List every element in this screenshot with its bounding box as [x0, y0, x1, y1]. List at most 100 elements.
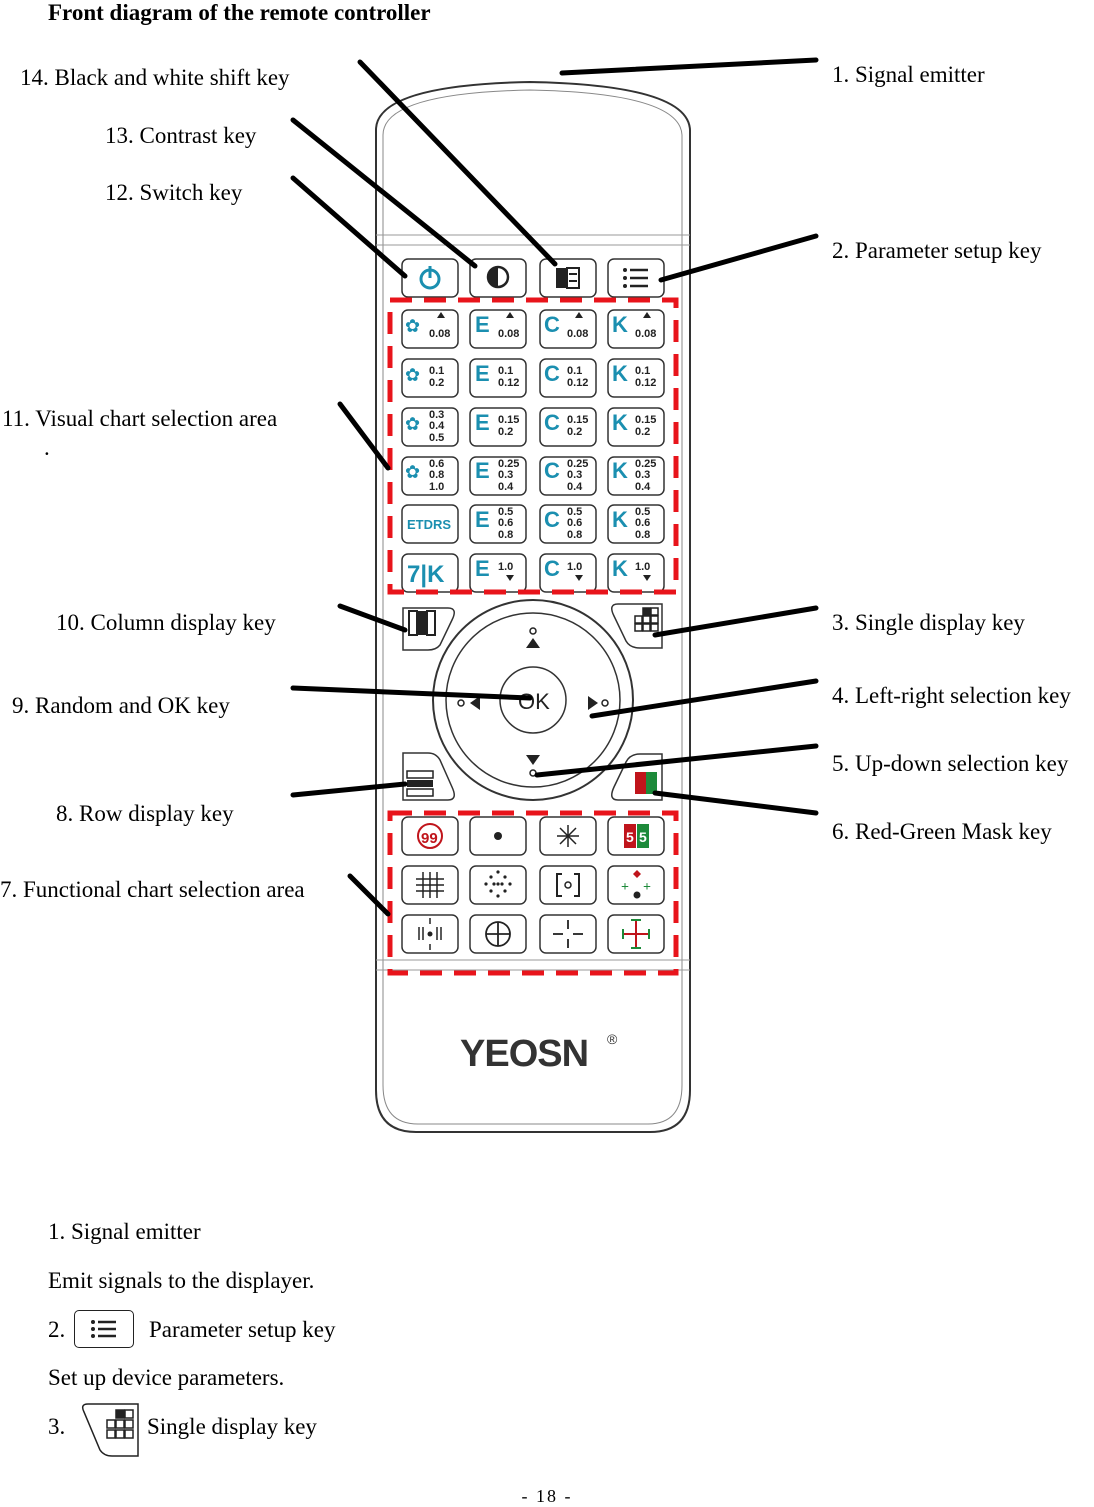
svg-text:1.0: 1.0 [429, 481, 444, 493]
svg-text:+: + [643, 880, 651, 895]
parameter-setup-key [607, 258, 665, 298]
svg-text:0.15: 0.15 [567, 414, 588, 426]
contrast-key [469, 258, 527, 298]
leader-lines [290, 57, 819, 917]
svg-text:C: C [544, 410, 560, 435]
svg-text:✿: ✿ [405, 462, 420, 482]
desc-single-num: 3. [48, 1414, 66, 1439]
svg-text:0.25: 0.25 [567, 458, 588, 470]
svg-text:C: C [544, 312, 560, 337]
svg-text:K: K [612, 458, 628, 483]
svg-text:0.25: 0.25 [635, 458, 656, 470]
label-switch-key: 12. Switch key [105, 180, 243, 205]
svg-text:0.1: 0.1 [498, 365, 513, 377]
ok-label: OK [518, 689, 550, 714]
desc-parameter-text: Set up device parameters. [48, 1365, 285, 1390]
page-number: - 18 - [521, 1486, 573, 1506]
svg-text:0.3: 0.3 [635, 469, 650, 481]
desc-single-title: Single display key [147, 1414, 317, 1439]
svg-text:0.08: 0.08 [567, 328, 588, 340]
label-up-down-key: 5. Up-down selection key [832, 751, 1069, 776]
svg-text:1.0: 1.0 [635, 561, 650, 573]
svg-text:0.4: 0.4 [567, 481, 583, 493]
svg-text:0.8: 0.8 [567, 529, 582, 541]
svg-text:K: K [612, 312, 628, 337]
label-visual-chart-area: 11. Visual chart selection area [2, 406, 278, 431]
svg-text:0.15: 0.15 [635, 414, 656, 426]
svg-text:E: E [475, 410, 490, 435]
svg-text:0.6: 0.6 [567, 517, 582, 529]
svg-text:0.1: 0.1 [635, 365, 650, 377]
visual-chart-area-outline [387, 297, 679, 595]
label-single-display-key: 3. Single display key [832, 610, 1025, 635]
svg-text:✿: ✿ [405, 365, 420, 385]
svg-text:K: K [612, 556, 628, 581]
svg-text:0.4: 0.4 [429, 420, 445, 432]
svg-text:+: + [621, 880, 629, 895]
svg-text:C: C [544, 507, 560, 532]
svg-text:0.12: 0.12 [567, 377, 588, 389]
svg-text:0.3: 0.3 [567, 469, 582, 481]
yeosn-logo: YEOSN ® [460, 1031, 618, 1075]
single-display-key [611, 603, 663, 649]
label-column-display-key: 10. Column display key [56, 610, 276, 635]
svg-text:0.8: 0.8 [498, 529, 513, 541]
label-parameter-setup-key: 2. Parameter setup key [832, 238, 1042, 263]
svg-text:ETDRS: ETDRS [407, 517, 451, 532]
svg-text:0.1: 0.1 [567, 365, 582, 377]
svg-text:1.0: 1.0 [498, 561, 513, 573]
svg-text:0.2: 0.2 [429, 377, 444, 389]
svg-text:0.12: 0.12 [635, 377, 656, 389]
svg-text:0.5: 0.5 [429, 432, 444, 444]
svg-text:C: C [544, 458, 560, 483]
svg-text:E: E [475, 361, 490, 386]
label-bw-shift-key: 14. Black and white shift key [20, 65, 290, 90]
desc-parameter-title: Parameter setup key [149, 1317, 336, 1342]
label-visual-chart-area-dot: . [44, 435, 50, 460]
svg-text:K: K [612, 410, 628, 435]
label-left-right-key: 4. Left-right selection key [832, 683, 1071, 708]
functional-chart-area-outline [387, 810, 679, 976]
functional-chart-keys: 99 5 5 + + [401, 816, 665, 954]
svg-text:✿: ✿ [405, 414, 420, 434]
label-contrast-key: 13. Contrast key [105, 123, 257, 148]
svg-text:E: E [475, 507, 490, 532]
row-display-key [402, 752, 455, 801]
svg-text:K: K [612, 507, 628, 532]
svg-text:0.1: 0.1 [429, 365, 444, 377]
svg-text:0.6: 0.6 [498, 517, 513, 529]
svg-text:0.3: 0.3 [498, 469, 513, 481]
label-signal-emitter: 1. Signal emitter [832, 62, 985, 87]
svg-text:0.4: 0.4 [498, 481, 514, 493]
page-title: Front diagram of the remote controller [48, 0, 431, 25]
black-white-shift-key [539, 258, 597, 298]
svg-text:0.25: 0.25 [498, 458, 519, 470]
svg-text:0.4: 0.4 [635, 481, 651, 493]
svg-text:7|K: 7|K [407, 561, 445, 588]
svg-text:0.6: 0.6 [635, 517, 650, 529]
svg-text:99: 99 [421, 830, 438, 847]
svg-text:E: E [475, 458, 490, 483]
label-random-ok-key: 9. Random and OK key [12, 693, 230, 718]
svg-text:®: ® [607, 1031, 618, 1047]
svg-text:0.08: 0.08 [498, 328, 519, 340]
svg-text:1.0: 1.0 [567, 561, 582, 573]
svg-text:0.5: 0.5 [635, 506, 650, 518]
label-row-display-key: 8. Row display key [56, 801, 234, 826]
single-display-icon [81, 1403, 139, 1457]
svg-text:YEOSN: YEOSN [460, 1033, 588, 1075]
svg-text:0.15: 0.15 [498, 414, 519, 426]
desc-parameter-num: 2. [48, 1317, 66, 1342]
svg-text:0.2: 0.2 [635, 426, 650, 438]
svg-text:0.6: 0.6 [429, 458, 444, 470]
switch-key [401, 258, 459, 298]
desc-signal-emitter-title: 1. Signal emitter [48, 1219, 201, 1244]
svg-text:0.8: 0.8 [429, 469, 444, 481]
svg-text:E: E [475, 312, 490, 337]
svg-text:C: C [544, 556, 560, 581]
svg-text:0.5: 0.5 [498, 506, 513, 518]
svg-text:5: 5 [626, 829, 634, 845]
svg-text:K: K [612, 361, 628, 386]
